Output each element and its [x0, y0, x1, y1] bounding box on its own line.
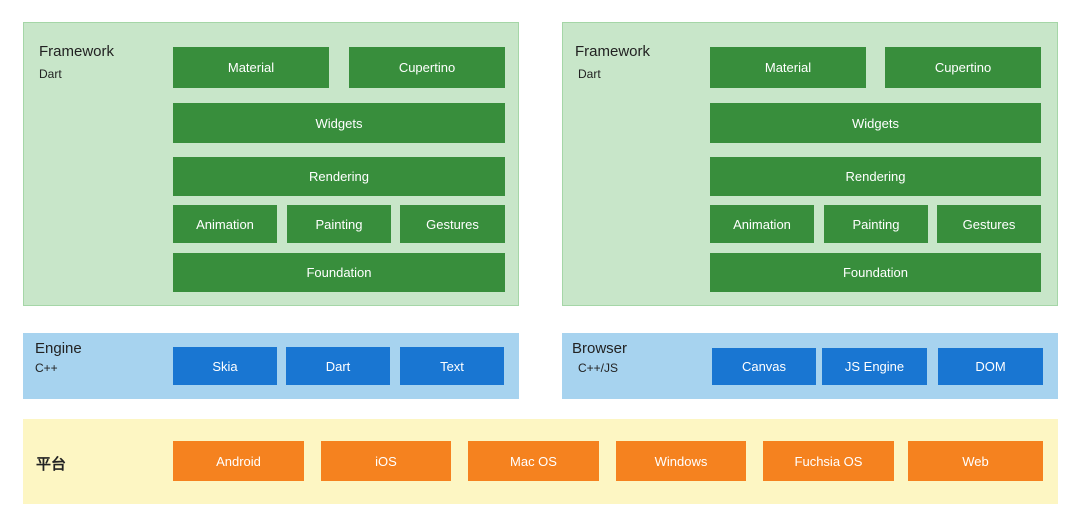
- browser-title: Browser: [572, 340, 628, 357]
- left-cupertino-box: Cupertino: [349, 47, 505, 88]
- platform-macos-box: Mac OS: [468, 441, 599, 481]
- platform-windows-box: Windows: [616, 441, 746, 481]
- platform-fuchsia-box: Fuchsia OS: [763, 441, 894, 481]
- left-painting-box: Painting: [287, 205, 391, 243]
- engine-title: Engine: [35, 340, 82, 357]
- left-material-box: Material: [173, 47, 329, 88]
- engine-subtitle: C++: [35, 361, 58, 375]
- right-framework-title: Framework: [575, 43, 651, 60]
- engine-skia-box: Skia: [173, 347, 277, 385]
- browser-dom-box: DOM: [938, 348, 1043, 385]
- right-foundation-box: Foundation: [710, 253, 1041, 292]
- left-framework-panel: Framework Dart Material Cupertino Widget…: [23, 22, 519, 306]
- right-animation-box: Animation: [710, 205, 814, 243]
- browser-panel: Browser C++/JS Canvas JS Engine DOM: [562, 333, 1058, 399]
- right-material-box: Material: [710, 47, 866, 88]
- platform-ios-box: iOS: [321, 441, 451, 481]
- engine-text-box: Text: [400, 347, 504, 385]
- platform-web-box: Web: [908, 441, 1043, 481]
- right-framework-panel: Framework Dart Material Cupertino Widget…: [562, 22, 1058, 306]
- platform-label: 平台: [36, 456, 67, 473]
- left-animation-box: Animation: [173, 205, 277, 243]
- browser-js-engine-box: JS Engine: [822, 348, 927, 385]
- engine-dart-box: Dart: [286, 347, 390, 385]
- left-rendering-box: Rendering: [173, 157, 505, 196]
- engine-panel: Engine C++ Skia Dart Text: [23, 333, 519, 399]
- right-rendering-box: Rendering: [710, 157, 1041, 196]
- right-cupertino-box: Cupertino: [885, 47, 1041, 88]
- left-framework-subtitle: Dart: [39, 67, 62, 81]
- left-framework-title: Framework: [39, 43, 115, 60]
- browser-canvas-box: Canvas: [712, 348, 816, 385]
- browser-subtitle: C++/JS: [578, 361, 619, 375]
- right-framework-subtitle: Dart: [578, 67, 601, 81]
- left-widgets-box: Widgets: [173, 103, 505, 143]
- right-widgets-box: Widgets: [710, 103, 1041, 143]
- left-gestures-box: Gestures: [400, 205, 505, 243]
- left-foundation-box: Foundation: [173, 253, 505, 292]
- platform-panel: 平台 Android iOS Mac OS Windows Fuchsia OS…: [23, 419, 1058, 504]
- platform-android-box: Android: [173, 441, 304, 481]
- right-painting-box: Painting: [824, 205, 928, 243]
- right-gestures-box: Gestures: [937, 205, 1041, 243]
